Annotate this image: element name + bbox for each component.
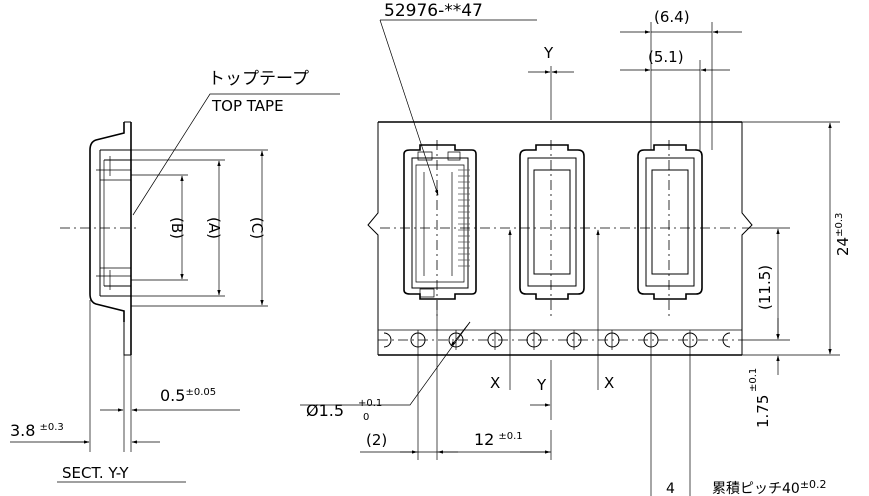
dim-b-label: (B) <box>168 217 186 239</box>
hole-tol-plus: +0.1 <box>358 398 382 409</box>
hole-diameter-label: Ø1.5 <box>306 401 344 420</box>
section-labels: トップテープ TOP TAPE (B) (A) (C) 0.5±0.05 3.8… <box>10 69 309 482</box>
dim-51-label: (5.1) <box>648 48 684 66</box>
dim-175-tol: ±0.1 <box>748 368 759 392</box>
dim-05-label: 0.5±0.05 <box>160 386 216 405</box>
dim-175-label: 1.75 <box>754 395 772 428</box>
empty-pocket-3 <box>637 144 703 300</box>
top-tape-jp-label: トップテープ <box>208 69 309 89</box>
empty-pocket-2 <box>519 144 585 300</box>
dim-12-label: 12±0.1 <box>474 430 523 449</box>
pocket-with-connector <box>403 144 477 300</box>
tape-labels: 52976-**47 Y Y X X (6.4) (5.1) 24±0.3 (1… <box>306 1 852 496</box>
part-number-label: 52976-**47 <box>384 1 483 21</box>
dim-115-label: (11.5) <box>756 265 774 310</box>
tape-plan-view <box>300 19 840 496</box>
dim-38-label: 3.8±0.3 <box>10 421 64 440</box>
dim-64-label: (6.4) <box>654 8 690 26</box>
section-title: SECT. Y-Y <box>62 464 129 482</box>
dim-24-label: 24±0.3 <box>834 213 852 256</box>
y-marker-bottom: Y <box>536 376 547 394</box>
x-marker-left: X <box>490 374 500 392</box>
top-tape-en-label: TOP TAPE <box>211 97 284 115</box>
hole-tol-minus: 0 <box>363 412 369 423</box>
x-marker-right: X <box>604 374 614 392</box>
dim-2-label: (2) <box>366 431 387 449</box>
dim-a-label: (A) <box>205 217 223 239</box>
pitch-count-label: 4 <box>666 481 675 496</box>
y-marker-top: Y <box>543 44 554 62</box>
section-view <box>10 93 340 483</box>
sprocket-holes <box>383 330 731 350</box>
cumulative-pitch-label: 累積ピッチ40±0.2 <box>712 478 827 496</box>
dim-c-label: (C) <box>248 217 266 239</box>
